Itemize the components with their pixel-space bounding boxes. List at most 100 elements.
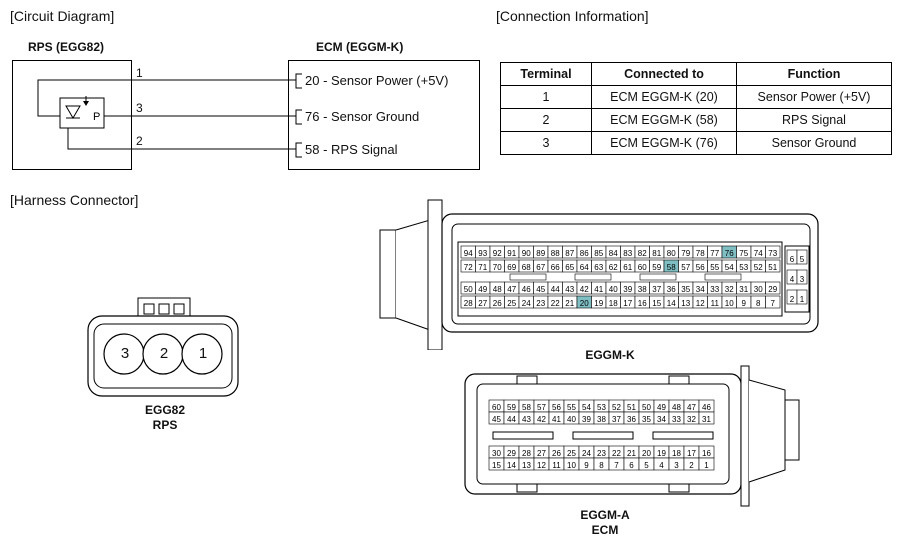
eggm-k-pin: 73 [768, 249, 777, 258]
header-terminal: Terminal [500, 62, 592, 86]
eggm-a-pin: 52 [612, 403, 621, 412]
eggm-k-pin: 36 [667, 285, 676, 294]
eggm-k-pin: 23 [536, 299, 545, 308]
eggm-a-pin: 60 [492, 403, 501, 412]
eggm-a-pin: 33 [672, 415, 681, 424]
eggm-a-pin: 49 [657, 403, 666, 412]
eggm-k-pin: 63 [594, 263, 603, 272]
eggm-k-pin: 20 [580, 299, 589, 308]
eggm-k-pin: 66 [551, 263, 560, 272]
eggm-a-pin: 53 [597, 403, 606, 412]
rps-pin-3-label: 3 [136, 101, 143, 115]
eggm-k-pin: 85 [594, 249, 603, 258]
table-header-row: Terminal Connected to Function [500, 62, 892, 86]
eggm-k-pin: 67 [536, 263, 545, 272]
rps-connector-pin: 1 [198, 345, 208, 362]
eggm-a-pin: 23 [597, 449, 606, 458]
eggm-a-pin: 27 [537, 449, 546, 458]
eggm-k-pin: 60 [638, 263, 647, 272]
eggm-k-pin: 89 [536, 249, 545, 258]
eggm-a-pin: 56 [552, 403, 561, 412]
eggm-a-pin: 22 [612, 449, 621, 458]
eggm-k-pin: 69 [507, 263, 516, 272]
eggm-k-pin: 30 [754, 285, 763, 294]
eggm-k-pin: 68 [522, 263, 531, 272]
eggm-a-pin: 28 [522, 449, 531, 458]
eggm-k-pin: 24 [522, 299, 531, 308]
eggm-k-pin: 72 [464, 263, 473, 272]
eggm-k-pin: 9 [742, 299, 747, 308]
eggm-k-pin: 34 [696, 285, 705, 294]
eggm-k-pin: 33 [710, 285, 719, 294]
eggm-k-side-pin: 5 [800, 255, 805, 264]
eggm-a-pin: 9 [584, 461, 589, 470]
eggm-a-pin: 5 [644, 461, 649, 470]
eggm-a-pin: 35 [642, 415, 651, 424]
eggm-k-pin: 82 [638, 249, 647, 258]
rps-symbol-letter: P [93, 111, 100, 123]
eggm-a-pin: 21 [627, 449, 636, 458]
eggm-k-pin: 94 [464, 249, 473, 258]
eggm-k-pin: 51 [768, 263, 777, 272]
eggm-k-pin: 45 [536, 285, 545, 294]
eggm-k-pin: 87 [565, 249, 574, 258]
ecm-terminal-76: 76 - Sensor Ground [305, 109, 420, 124]
eggm-k-pin: 18 [609, 299, 618, 308]
eggm-k-pin: 12 [696, 299, 705, 308]
eggm-k-pin: 53 [739, 263, 748, 272]
eggm-k-pin: 38 [638, 285, 647, 294]
eggm-k-pin: 26 [493, 299, 502, 308]
eggm-k-pin: 25 [507, 299, 516, 308]
eggm-k-pin: 50 [464, 285, 473, 294]
eggm-k-pin: 10 [725, 299, 734, 308]
eggm-k-pin: 61 [623, 263, 632, 272]
eggm-k-side-pin: 6 [790, 255, 795, 264]
eggm-k-pin: 47 [507, 285, 516, 294]
eggm-k-pin: 48 [493, 285, 502, 294]
eggm-a-pin: 1 [704, 461, 709, 470]
eggm-a-pin: 4 [659, 461, 664, 470]
eggm-k-pin: 13 [681, 299, 690, 308]
eggm-k-pin: 56 [696, 263, 705, 272]
rps-connector-subcaption: RPS [152, 418, 178, 432]
table-cell: RPS Signal [736, 108, 892, 132]
eggm-a-pin: 15 [492, 461, 501, 470]
eggm-a-pin: 16 [702, 449, 711, 458]
eggm-k-pin: 79 [681, 249, 690, 258]
eggm-a-pin: 29 [507, 449, 516, 458]
rps-pin-1-label: 1 [136, 66, 143, 80]
eggm-a-pin: 12 [537, 461, 546, 470]
eggm-k-caption: EGGM-K [585, 348, 635, 362]
eggm-k-pin: 52 [754, 263, 763, 272]
eggm-k-pin: 28 [464, 299, 473, 308]
eggm-k-pin: 90 [522, 249, 531, 258]
eggm-a-pin: 50 [642, 403, 651, 412]
eggm-k-pin: 17 [623, 299, 632, 308]
eggm-k-pin: 78 [696, 249, 705, 258]
eggm-a-pin: 42 [537, 415, 546, 424]
table-cell: Sensor Ground [736, 131, 892, 155]
ecm-label: ECM (EGGM-K) [316, 40, 404, 54]
eggm-a-pin: 39 [582, 415, 591, 424]
eggm-k-pin: 15 [652, 299, 661, 308]
eggm-a-pin: 10 [567, 461, 576, 470]
ecm-terminal-20: 20 - Sensor Power (+5V) [305, 73, 449, 88]
eggm-a-pin: 3 [674, 461, 679, 470]
eggm-k-pin: 44 [551, 285, 560, 294]
eggm-a-pin: 32 [687, 415, 696, 424]
eggm-k-pin: 54 [725, 263, 734, 272]
eggm-a-pin: 19 [657, 449, 666, 458]
header-connected-to: Connected to [591, 62, 737, 86]
eggm-k-side-pin: 4 [790, 275, 795, 284]
eggm-k-pin: 92 [493, 249, 502, 258]
eggm-k-pin: 62 [609, 263, 618, 272]
eggm-a-pin: 11 [552, 461, 561, 470]
rps-label: RPS (EGG82) [28, 40, 105, 54]
eggm-k-pin: 70 [493, 263, 502, 272]
eggm-k-pin: 11 [711, 299, 720, 308]
eggm-a-pin: 57 [537, 403, 546, 412]
eggm-k-pin: 16 [638, 299, 647, 308]
eggm-k-pin: 8 [756, 299, 761, 308]
table-cell: Sensor Power (+5V) [736, 85, 892, 109]
